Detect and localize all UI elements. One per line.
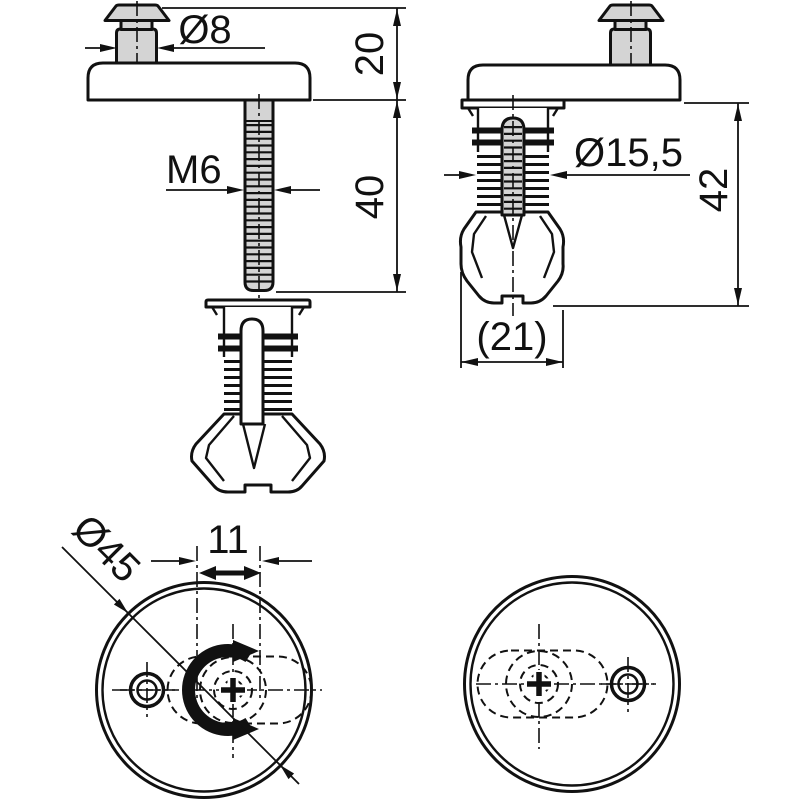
dim-pin-diameter: Ø8 — [85, 8, 265, 52]
base-plate-inner — [469, 581, 675, 787]
threaded-rod — [243, 94, 275, 299]
seat-cap — [86, 61, 312, 102]
plan-view-plain — [463, 575, 681, 793]
dim-head-height: 20 — [162, 7, 406, 101]
dim-head-height-label: 20 — [348, 32, 392, 77]
dim-thread-length-label: 40 — [348, 175, 392, 220]
dim-anchor-span: (21) — [460, 272, 564, 368]
dim-pin-diameter-label: Ø8 — [178, 8, 231, 52]
dim-thread-length: 40 — [276, 100, 406, 293]
dim-thread-spec-label: M6 — [166, 148, 222, 192]
adjustment-range-arrow-icon — [199, 566, 261, 580]
dim-overall-depth: 42 — [553, 102, 749, 307]
anchor-flange — [204, 298, 312, 309]
dim-eccentric-offset-label: 11 — [207, 518, 249, 562]
arrowhead — [157, 44, 174, 52]
dim-anchor-diameter: Ø15,5 — [444, 131, 690, 179]
assembled-side-view — [458, 1, 682, 316]
eccentric-pin — [103, 1, 171, 71]
eccentric-pin-assembled — [597, 1, 665, 90]
dim-anchor-diameter-label: Ø15,5 — [574, 131, 683, 175]
arrowhead — [100, 44, 117, 52]
dim-anchor-span-label: (21) — [476, 315, 547, 359]
center-cross — [525, 670, 553, 698]
anchor-legs-expanded — [458, 210, 566, 305]
expansion-anchor-assembled — [458, 95, 566, 316]
dim-thread-spec: M6 — [166, 148, 320, 194]
dim-eccentric-offset: 11 — [151, 518, 312, 580]
exploded-side-view — [86, 1, 326, 494]
dim-overall-depth-label: 42 — [692, 168, 736, 213]
center-cross — [219, 676, 247, 704]
dim-base-diameter-label: Ø45 — [64, 507, 149, 592]
plan-view-adjustable: 11 Ø45 — [61, 507, 322, 799]
seat-cap-assembled — [466, 63, 682, 102]
anchor-tongue — [239, 317, 265, 426]
expansion-anchor — [190, 298, 326, 494]
